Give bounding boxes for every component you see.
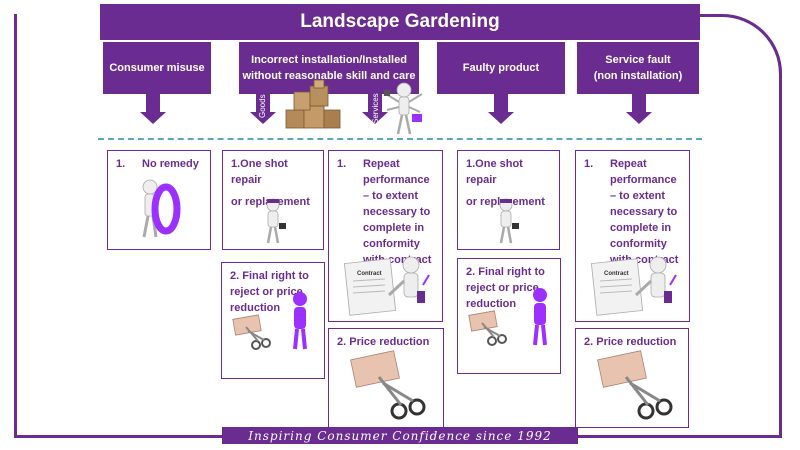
contract-signing-icon: Contract	[590, 256, 677, 316]
item-number: 1.	[337, 158, 347, 170]
card-price-reduction-service-fault: 2. Price reduction	[575, 328, 689, 428]
contract-text: Contract	[357, 271, 382, 277]
contract-text: Contract	[604, 271, 629, 277]
card-text: reduction	[466, 297, 517, 310]
boxes-icon	[285, 79, 341, 129]
scissors-money-icon	[232, 314, 271, 350]
card-text: 2. Final right to	[230, 270, 309, 282]
contract-signing-icon: Contract	[343, 256, 430, 316]
card-text: No remedy	[142, 158, 199, 170]
purple-figure-icon	[293, 292, 307, 350]
card-repeat-performance-service-fault: 1. Repeat performance – to extent necessa…	[575, 150, 690, 322]
footer-tagline: Inspiring Consumer Confidence since 1992	[222, 427, 578, 444]
header-faulty-product: Faulty product	[437, 42, 565, 94]
scissors-money-icon	[350, 350, 426, 420]
page-title: Landscape Gardening	[100, 4, 700, 40]
card-one-shot-repair-goods: 1.One shot repair or replacement	[222, 150, 324, 250]
card-text: Repeat performance – to extent necessary…	[363, 158, 432, 266]
figure-with-zero-icon	[142, 179, 181, 238]
divider-line	[98, 138, 702, 140]
card-text: 1.One shot repair	[231, 158, 288, 186]
header-line: Incorrect installation/Installed	[251, 53, 407, 66]
header-line: (non installation)	[593, 70, 683, 82]
goods-label: Goods	[258, 94, 267, 118]
card-text: reject or price	[466, 281, 539, 294]
card-text: 1.One shot repair	[466, 158, 523, 186]
item-number: 1.	[584, 158, 594, 170]
card-final-right-reject-goods: 2. Final right to reject or price reduct…	[221, 262, 325, 379]
card-no-remedy: 1. No remedy	[107, 150, 211, 250]
card-final-right-reject-faulty: 2. Final right to reject or price reduct…	[457, 258, 561, 374]
card-text: 2. Price reduction	[337, 336, 430, 348]
card-price-reduction-services: 2. Price reduction	[328, 328, 444, 428]
worker-figure-icon	[499, 198, 519, 244]
header-service-fault: Service fault (non installation)	[577, 42, 699, 94]
card-text: Repeat performance – to extent necessary…	[610, 158, 679, 266]
card-text: 2. Final right to	[466, 266, 545, 278]
header-line: Consumer misuse	[109, 61, 205, 74]
header-line: Faulty product	[462, 61, 540, 74]
scissors-money-icon	[468, 310, 507, 346]
header-line: Service fault	[605, 53, 671, 66]
card-one-shot-repair-faulty: 1.One shot repair or replacement	[457, 150, 560, 250]
frame-corner	[698, 14, 782, 74]
header-consumer-misuse: Consumer misuse	[103, 42, 211, 94]
header-line: without reasonable skill and care	[242, 70, 416, 82]
card-text: reduction	[230, 301, 281, 314]
header-incorrect-installation: Incorrect installation/Installed without…	[239, 42, 419, 94]
card-repeat-performance-services: 1. Repeat performance – to extent necessa…	[328, 150, 443, 322]
worker-figure-icon	[266, 198, 286, 244]
services-label: Services	[371, 93, 380, 124]
purple-figure-icon	[533, 288, 547, 346]
item-number: 1.	[116, 158, 126, 170]
scissors-money-icon	[597, 350, 673, 420]
card-text: 2. Price reduction	[584, 336, 677, 348]
service-figure-icon	[384, 82, 423, 135]
card-text: reject or price	[230, 285, 303, 298]
